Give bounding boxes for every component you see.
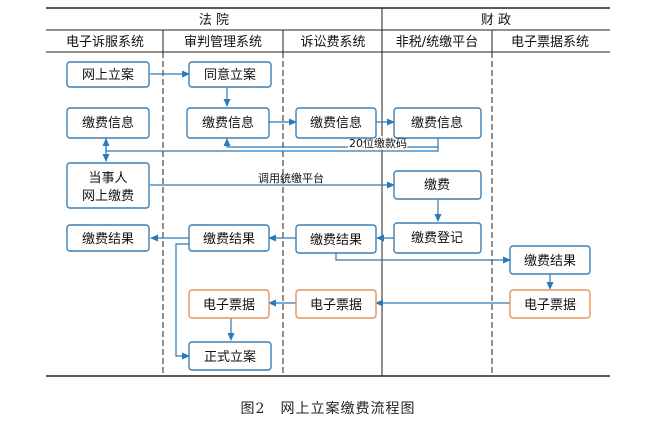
box-einvoice-system: 电子票据 (509, 289, 591, 319)
box-payment-register: 缴费登记 (393, 222, 482, 254)
svg-text:电子票据: 电子票据 (524, 298, 576, 313)
arrow-trial-result-to-formal (175, 243, 190, 360)
box-payment-info-portal: 缴费信息 (66, 107, 150, 139)
swimlane-frame (46, 7, 610, 377)
lane-header-einvoice: 电子票据系统 (511, 35, 589, 50)
header-finance: 财 政 (481, 13, 511, 28)
svg-text:电子票据: 电子票据 (203, 298, 255, 313)
svg-text:同意立案: 同意立案 (204, 67, 256, 83)
box-party-online-payment: 当事人 网上缴费 (66, 162, 150, 209)
lane-header-platform: 非税/统缴平台 (396, 35, 478, 50)
box-result-fee: 缴费结果 (295, 224, 377, 254)
svg-text:缴费结果: 缴费结果 (82, 232, 134, 247)
label-call-platform: 调用统缴平台 (258, 171, 324, 185)
connectors (102, 70, 554, 360)
svg-text:网上立案: 网上立案 (82, 68, 134, 83)
box-online-filing: 网上立案 (66, 61, 150, 88)
svg-text:缴费结果: 缴费结果 (310, 233, 362, 248)
svg-text:缴费信息: 缴费信息 (202, 115, 254, 131)
box-payment-info-fee: 缴费信息 (295, 107, 377, 139)
box-result-trial: 缴费结果 (188, 224, 270, 252)
arrow-fee-result-to-einvoice-result (335, 253, 511, 264)
box-agree-filing: 同意立案 (188, 61, 272, 88)
box-formal-filing: 正式立案 (188, 341, 272, 371)
svg-text:缴费结果: 缴费结果 (524, 254, 576, 269)
svg-text:正式立案: 正式立案 (204, 350, 256, 365)
box-payment: 缴费 (393, 170, 482, 200)
svg-text:缴费: 缴费 (424, 178, 450, 193)
label-20-digit-code: 20位缴款码 (349, 136, 407, 150)
svg-text:电子票据: 电子票据 (310, 298, 362, 313)
lane-header-portal: 电子诉服系统 (66, 35, 144, 50)
box-einvoice-trial: 电子票据 (188, 289, 270, 319)
box-payment-info-platform: 缴费信息 (393, 107, 482, 139)
header-court: 法 院 (199, 13, 229, 28)
box-result-einvoice: 缴费结果 (509, 245, 591, 275)
figure-caption: 图2 网上立案缴费流程图 (240, 401, 416, 417)
svg-text:缴费结果: 缴费结果 (203, 232, 255, 247)
svg-text:缴费信息: 缴费信息 (310, 115, 362, 131)
box-payment-info-trial: 缴费信息 (186, 107, 270, 139)
arrow-code-to-trial (223, 138, 439, 148)
lane-header-fee: 诉讼费系统 (300, 35, 365, 50)
boxes: 网上立案 同意立案 缴费信息 缴费信息 缴费信息 缴费信息 当事人 网上缴费 (66, 61, 591, 371)
lane-header-trial: 审判管理系统 (184, 35, 262, 50)
box-result-portal: 缴费结果 (66, 224, 150, 252)
svg-text:缴费信息: 缴费信息 (82, 115, 134, 131)
box-einvoice-fee: 电子票据 (295, 289, 377, 319)
svg-text:缴费信息: 缴费信息 (411, 115, 463, 131)
svg-text:当事人: 当事人 (88, 171, 127, 186)
svg-text:网上缴费: 网上缴费 (82, 189, 134, 204)
svg-text:缴费登记: 缴费登记 (411, 231, 463, 246)
